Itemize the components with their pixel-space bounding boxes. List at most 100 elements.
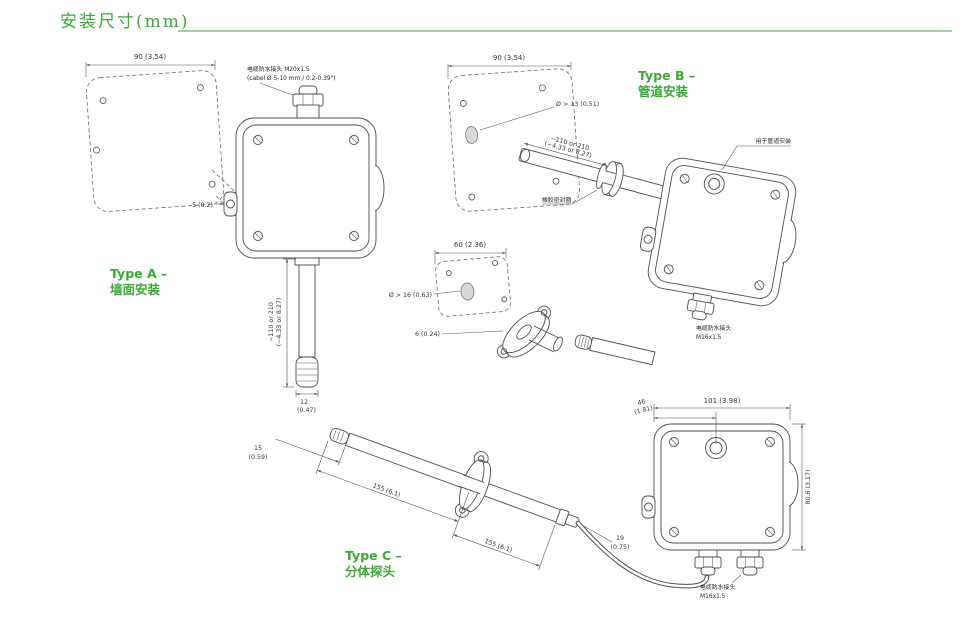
mounting-hole xyxy=(501,296,508,303)
header: 安装尺寸(mm) xyxy=(60,12,952,32)
dim-line xyxy=(275,438,340,463)
duct-mount-label: 用于管道安装 xyxy=(756,137,791,145)
flange-detail: 60 (2.36) Ø > 16 (0.63) 6 (0.24) xyxy=(389,241,656,366)
mounting-hole xyxy=(196,84,204,92)
corner-screw-icon xyxy=(349,231,359,241)
dim-plate-width-a: 90 (3.54) xyxy=(85,53,216,77)
dim-text: 60 (2.36) xyxy=(454,241,486,249)
probe-through-hole xyxy=(465,126,478,144)
type-a-transmitter-housing xyxy=(223,117,385,259)
type-b-label-line2: 管道安装 xyxy=(638,84,689,99)
flange-stub xyxy=(553,336,563,352)
dim-text: 12 xyxy=(300,399,308,406)
housing-body xyxy=(647,157,797,307)
flange-ear-hole xyxy=(540,309,548,316)
leader-line xyxy=(433,290,461,295)
flange-component xyxy=(496,305,563,359)
mounting-hole xyxy=(552,177,560,185)
callout-rubber-seal: 橡胶密封圈 xyxy=(542,189,598,205)
type-b-assembly: 90 (3.54) Ø > 13 (0.51) ~110 or 210 (~4.… xyxy=(447,54,797,341)
housing-lid xyxy=(242,124,370,252)
mounting-hole xyxy=(93,146,100,154)
dim-text: 6 (0.24) xyxy=(415,331,440,338)
leader-line xyxy=(721,145,738,171)
dim-bracket-width: 60 (2.36) xyxy=(434,241,507,264)
callout-gland-m16-b: 电缆防水接头 M16x1.5 xyxy=(696,324,731,341)
gland-m20-label-line1: 电缆防水接头 M20x1.5 xyxy=(247,65,310,73)
page-title: 安装尺寸(mm) xyxy=(60,12,190,32)
side-tab-hole xyxy=(226,199,235,209)
mounting-hole xyxy=(459,100,467,107)
duct-mount-hole xyxy=(703,173,725,195)
gland-m16-label-line1: 电缆防水接头 xyxy=(700,583,735,591)
dim-text: (0.47) xyxy=(297,407,316,414)
probe-collar xyxy=(294,257,320,266)
probe-cable xyxy=(575,520,710,589)
corner-screw-icon xyxy=(669,527,679,537)
probe-tube xyxy=(298,264,316,358)
gland-m16-label-line2: M16x1.5 xyxy=(696,335,722,341)
callout-gland-m16-c: 电缆防水接头 M16x1.5 xyxy=(700,574,742,600)
dim-probe-length-a: ~110 or 210 (~4.33 or 8.27) xyxy=(268,258,296,388)
dim-text: (1.81) xyxy=(634,405,654,417)
leader-line xyxy=(581,524,613,543)
dim-text: (0.59) xyxy=(249,454,268,461)
mounting-hole xyxy=(99,97,107,104)
dim-gland-length: 19 (0.75) xyxy=(581,524,629,551)
mounting-hole xyxy=(539,84,546,92)
corner-screw-icon xyxy=(765,437,775,447)
callout-hole-13: Ø > 13 (0.51) xyxy=(479,100,599,131)
corner-screw-icon xyxy=(253,231,263,241)
dim-line xyxy=(317,469,459,522)
dim-text: Ø > 16 (0.63) xyxy=(389,291,432,299)
type-c-label-line2: 分体探头 xyxy=(345,564,396,579)
dim-text: 101 (3.98) xyxy=(704,397,741,405)
dim-text: 155 (6.1) xyxy=(483,538,513,554)
corner-screw-icon xyxy=(349,135,359,145)
type-a-label-line1: Type A – xyxy=(110,266,167,281)
mounting-hole xyxy=(208,180,216,188)
type-c-probe: 155 (6.1) 155 (6.1) xyxy=(275,427,580,571)
dim-text: 155 (6.1) xyxy=(372,482,402,498)
dim-housing-depth: 46 (1.81) xyxy=(634,398,717,444)
corner-screw-icon xyxy=(765,527,775,537)
leader-line xyxy=(479,106,555,131)
housing-lid xyxy=(660,430,784,544)
leader-line xyxy=(259,82,299,98)
housing-side-bump xyxy=(782,219,797,264)
type-a-probe xyxy=(294,257,320,388)
probe-tube xyxy=(589,337,656,366)
dim-text: 19 xyxy=(616,535,624,542)
housing-lid xyxy=(655,165,789,299)
type-a-mounting-plate xyxy=(86,70,224,212)
type-c-assembly: 155 (6.1) 155 (6.1) 15 (0.59) 19 (0.75) xyxy=(249,397,812,600)
side-tab-hole xyxy=(643,234,653,244)
type-c-label-line1: Type C – xyxy=(345,548,402,563)
type-a-cable-gland xyxy=(292,85,324,120)
callout-gland-m20: 电缆防水接头 M20x1.5 (cabel Ø 5-10 mm / 0.2-0.… xyxy=(247,65,336,98)
flange-ear-hole xyxy=(477,455,485,462)
callout-hole-16: Ø > 16 (0.63) xyxy=(389,290,461,299)
probe-through-hole xyxy=(460,282,475,301)
probe-stub xyxy=(574,334,656,366)
dim-line xyxy=(453,534,541,567)
side-tab xyxy=(639,226,657,252)
gland-m16-label-line1: 电缆防水接头 xyxy=(696,324,731,332)
rubber-seal-label: 橡胶密封圈 xyxy=(542,196,572,204)
probe-tip xyxy=(295,356,319,388)
gland-m20-label-line2: (cabel Ø 5-10 mm / 0.2-0.39") xyxy=(247,75,336,82)
dim-text: Ø > 13 (0.51) xyxy=(556,100,599,108)
cable-gland-m16 xyxy=(736,549,764,576)
dim-text: 90 (3.54) xyxy=(134,53,166,61)
dim-plate-width-b: 90 (3.54) xyxy=(447,54,572,79)
dim-text: ~110 or 210 xyxy=(268,302,275,342)
leader-line xyxy=(731,574,742,584)
type-a-assembly: 90 (3.54) 电缆防水接头 M20x1.5 (cabel Ø 5-10 m… xyxy=(85,53,385,414)
corner-screw-icon xyxy=(253,135,263,145)
type-b-label-line1: Type B – xyxy=(638,68,695,83)
probe-tube xyxy=(518,147,665,199)
type-b-probe: ~110 or 210 (~4.33 or 8.27) xyxy=(518,135,665,199)
dim-text: 46 xyxy=(637,398,647,407)
callout-duct-mount: 用于管道安装 xyxy=(721,137,791,171)
